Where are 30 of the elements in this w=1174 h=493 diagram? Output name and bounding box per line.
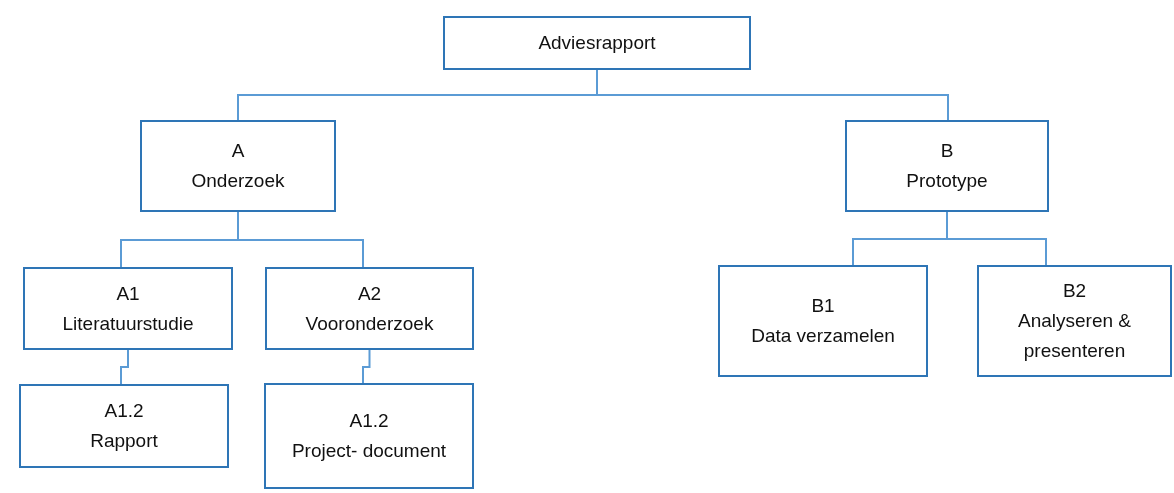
connector-line [946, 211, 1047, 266]
node-box [265, 267, 474, 350]
node-code: A2 [357, 281, 382, 306]
node-box [23, 267, 233, 350]
node-code: B1 [811, 294, 835, 318]
connector-line [120, 349, 129, 385]
node-label: Vooronderzoek [305, 311, 434, 336]
node-label: Rapport [90, 429, 158, 453]
node-code: A1.2 [104, 399, 144, 423]
node-box [443, 16, 751, 70]
node-label: Analyseren & presenteren [1017, 309, 1132, 363]
node-box [845, 120, 1049, 212]
node-code: B [940, 139, 954, 163]
node-label: Literatuurstudie [62, 311, 194, 336]
node-box [264, 383, 474, 489]
node-label: Data verzamelen [751, 324, 895, 348]
node-label: Adviesrapport [538, 31, 656, 55]
node-box [19, 384, 229, 468]
node-box [140, 120, 336, 212]
node-code: B2 [1062, 279, 1087, 303]
node-code: A1.2 [349, 409, 389, 433]
node-box [718, 265, 928, 377]
node-label: Project- document [291, 439, 447, 463]
node-box [977, 265, 1172, 377]
connector-line [362, 349, 371, 384]
node-label: Onderzoek [191, 169, 285, 193]
node-code: A [231, 139, 245, 163]
node-code: A1 [116, 281, 140, 306]
connector-line [237, 211, 364, 268]
node-label: Prototype [906, 169, 988, 193]
